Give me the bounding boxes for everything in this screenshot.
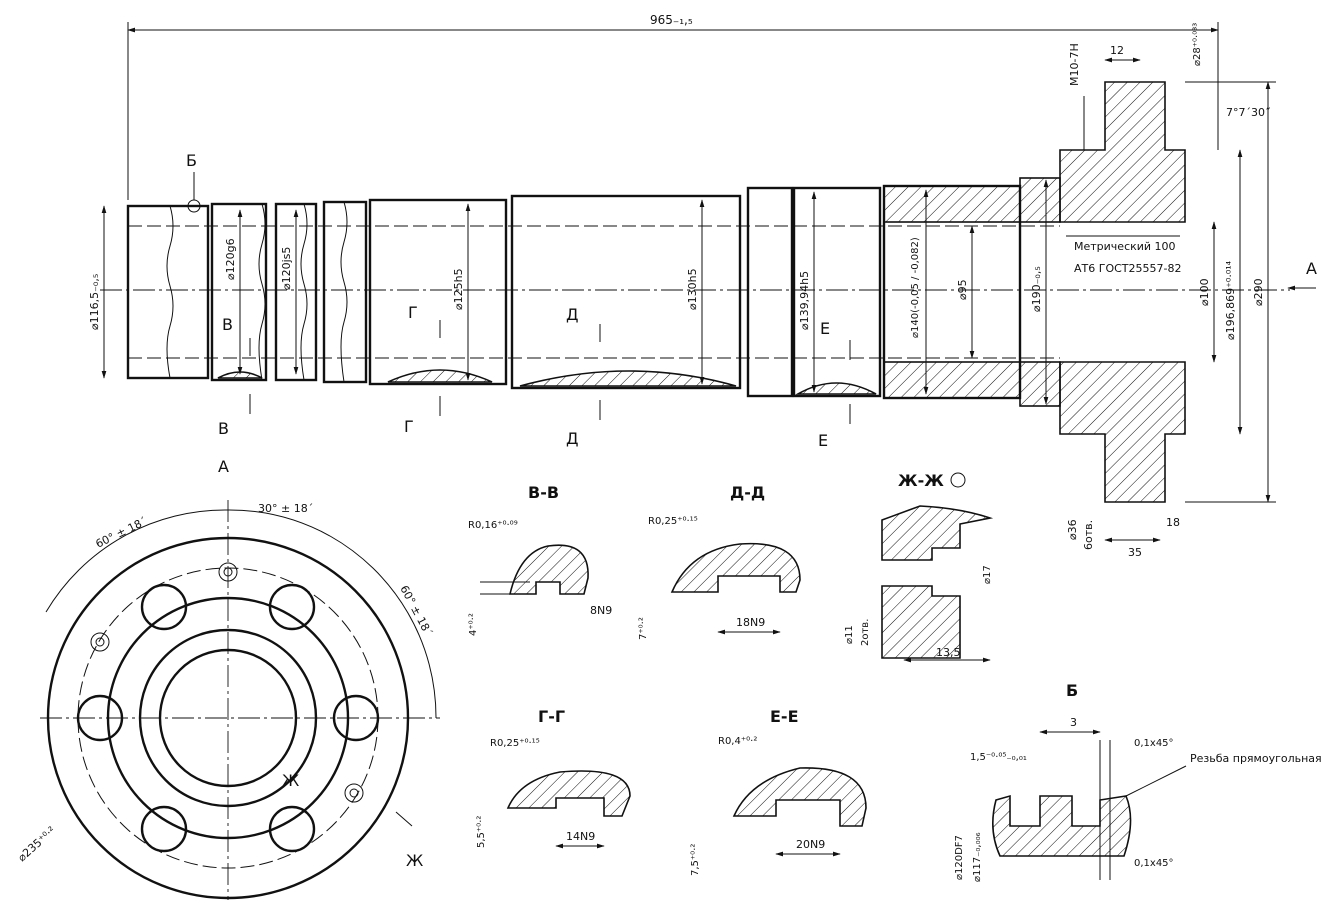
dim-dia-100: ⌀100	[1198, 278, 1211, 306]
detail-b-title: Б	[1066, 681, 1078, 700]
dim-dia-28: ⌀28⁺⁰·⁰³³	[1192, 23, 1203, 66]
dd-width: 18N9	[736, 616, 765, 629]
section-v-v-title: В-В	[528, 483, 559, 502]
section-d-d: Д-Д R0,25⁺⁰·¹⁵ 7⁺⁰·² 18N9	[638, 483, 801, 640]
note-spline-2: АТ6 ГОСТ25557-82	[1074, 262, 1181, 275]
label-cut-g-bottom: Г	[404, 417, 414, 436]
section-d-d-title: Д-Д	[730, 483, 765, 502]
gg-depth: 5,5⁺⁰·²	[476, 816, 487, 848]
dim-dia-139: ⌀139,94h5	[798, 271, 811, 330]
dim-dia-130h5: ⌀130h5	[686, 268, 699, 310]
b-dia-117: ⌀117₋₀,₀₀₆	[972, 832, 983, 882]
section-e-e-title: Е-Е	[770, 707, 799, 726]
section-zh-zh: Ж-Ж ⌀17 ⌀11 2отв. 13,5	[844, 471, 994, 663]
dim-holes-6: 6отв.	[1082, 520, 1095, 550]
label-section-b: Б	[186, 151, 197, 170]
dim-angle-7: 7°7´30˝	[1226, 106, 1271, 119]
b-thread-note: Резьба прямоугольная	[1190, 752, 1322, 765]
dim-12: 12	[1110, 44, 1124, 57]
label-cut-d-top: Д	[566, 305, 579, 324]
label-cut-v-top: В	[222, 315, 233, 334]
dd-radius: R0,25⁺⁰·¹⁵	[648, 516, 698, 527]
section-zh-zh-title: Ж-Ж	[898, 471, 944, 490]
zh-dia-17: ⌀17	[982, 565, 993, 584]
b-dim-3: 3	[1070, 716, 1077, 729]
label-cut-e-bottom: Е	[818, 431, 828, 450]
section-v-v: В-В R0,16⁺⁰·⁰⁹ 4⁺⁰·² 8N9	[468, 483, 612, 636]
dim-dia-116: ⌀116,5₋₀,₅	[88, 274, 101, 330]
dim-angle-60-left: 60° ± 18´	[94, 515, 149, 551]
dim-dia-120js5: ⌀120js5	[280, 247, 293, 290]
b-chamfer-bottom: 0,1x45°	[1134, 858, 1174, 869]
section-e-e: Е-Е R0,4⁺⁰·² 7,5⁺⁰·² 20N9	[690, 707, 867, 876]
dim-dia-36: ⌀36	[1066, 519, 1079, 540]
dim-angle-30: 30° ± 18´	[258, 502, 313, 515]
b-chamfer-top: 0,1x45°	[1134, 738, 1174, 749]
dim-m10: M10-7H	[1068, 43, 1081, 86]
section-g-g-title: Г-Г	[538, 707, 565, 726]
b-dim-15: 1,5⁻⁰·⁰⁵₋₀,₀₁	[970, 752, 1027, 763]
dim-dia-140: ⌀140(-0,05 / -0,082)	[910, 237, 921, 338]
shaft-main-view: 965₋₁,₅ Б ⌀116,5₋₀,₅ ⌀120g6 ⌀120js5 ⌀125…	[88, 13, 1317, 559]
label-cut-zh-2: Ж	[406, 851, 423, 870]
ee-width: 20N9	[796, 838, 825, 851]
zh-holes-2: 2отв.	[860, 619, 871, 646]
dim-35: 35	[1128, 546, 1142, 559]
detail-b-thread: Б 3 1,5⁻⁰·⁰⁵₋₀,₀₁ 0,1x45° Резьба прямоуг…	[954, 681, 1322, 882]
zh-dia-11: ⌀11	[844, 625, 855, 644]
b-dia-120df7: ⌀120DF7	[954, 835, 965, 880]
dim-dia-290: ⌀290	[1252, 278, 1265, 306]
zh-dim-135: 13,5	[936, 646, 961, 659]
dim-dia-95: ⌀95	[956, 279, 969, 300]
dim-angle-60-right: 60° ± 18´	[397, 583, 434, 638]
dim-dia-120g6: ⌀120g6	[224, 238, 237, 280]
ee-depth: 7,5⁺⁰·²	[690, 844, 701, 876]
dd-depth: 7⁺⁰·²	[638, 617, 649, 640]
dim-dia-235: ⌀235⁺⁰·²	[15, 824, 58, 864]
dim-dia-196: ⌀196,869⁺⁰·⁰¹⁴	[1224, 260, 1237, 340]
label-cut-d-bottom: Д	[566, 429, 579, 448]
gg-radius: R0,25⁺⁰·¹⁵	[490, 738, 540, 749]
vv-width: 8N9	[590, 604, 612, 617]
view-a-flange: А 30° ± 18´ 60° ± 18´ 60° ± 18´ ⌀235⁺⁰·²…	[15, 457, 440, 900]
dim-overall-length: 965₋₁,₅	[650, 13, 693, 27]
gg-width: 14N9	[566, 830, 595, 843]
dim-dia-125h5: ⌀125h5	[452, 268, 465, 310]
label-cut-g-top: Г	[408, 303, 418, 322]
dim-dia-190: ⌀190₋₀,₅	[1030, 266, 1043, 312]
note-spline-1: Метрический 100	[1074, 240, 1176, 253]
view-a-title: А	[218, 457, 229, 476]
label-cut-zh-1: Ж	[282, 771, 299, 790]
dim-18: 18	[1166, 516, 1180, 529]
label-cut-e-top: Е	[820, 319, 830, 338]
vv-radius: R0,16⁺⁰·⁰⁹	[468, 520, 518, 531]
label-cut-v-bottom: В	[218, 419, 229, 438]
label-view-a-arrow: А	[1306, 259, 1317, 278]
ee-radius: R0,4⁺⁰·²	[718, 736, 757, 747]
vv-depth: 4⁺⁰·²	[468, 613, 479, 636]
section-g-g: Г-Г R0,25⁺⁰·¹⁵ 5,5⁺⁰·² 14N9	[476, 707, 631, 849]
